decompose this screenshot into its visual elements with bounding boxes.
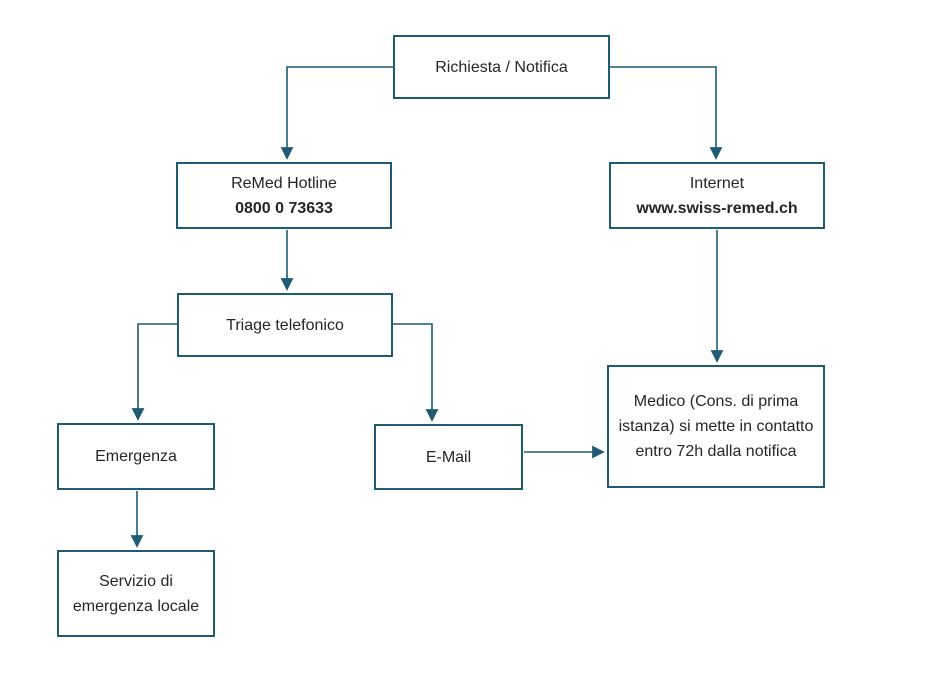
edge-richiesta-hotline [280, 66, 393, 160]
node-remed-hotline-title: ReMed Hotline [231, 174, 337, 192]
node-medico-contatto-label: Medico (Cons. di prima istanza) si mette… [618, 393, 814, 460]
node-richiesta-notifica-label: Richiesta / Notifica [435, 58, 568, 76]
node-email-label: E-Mail [425, 448, 472, 466]
node-medico-contatto: Medico (Cons. di prima istanza) si mette… [607, 365, 825, 488]
node-internet-title: Internet [689, 174, 745, 192]
node-internet: Internet www.swiss-remed.ch [609, 162, 825, 229]
node-remed-hotline: ReMed Hotline 0800 0 73633 [176, 162, 392, 229]
node-servizio-emergenza-locale-label: Servizio di emergenza locale [72, 572, 200, 615]
node-emergenza-label: Emergenza [95, 448, 177, 465]
edge-triage-emergenza [131, 323, 177, 421]
node-servizio-emergenza-locale: Servizio di emergenza locale [57, 550, 215, 637]
node-triage-telefonico-label: Triage telefonico [226, 316, 344, 334]
edge-richiesta-internet [610, 66, 723, 160]
node-richiesta-notifica: Richiesta / Notifica [393, 35, 610, 99]
node-email: E-Mail [374, 424, 523, 490]
node-emergenza: Emergenza [57, 423, 215, 490]
node-internet-url: www.swiss-remed.ch [636, 199, 798, 217]
node-remed-hotline-number: 0800 0 73633 [235, 199, 333, 217]
node-triage-telefonico: Triage telefonico [177, 293, 393, 357]
edge-triage-email [393, 323, 439, 422]
